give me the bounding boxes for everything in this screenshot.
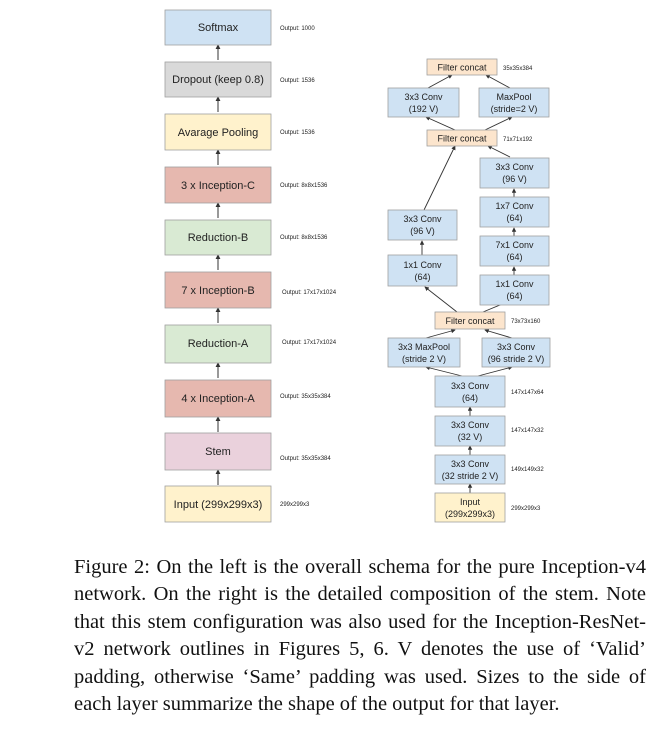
block-label: Avarage Pooling: [178, 127, 259, 139]
output-size: Output: 17x17x1024: [282, 290, 337, 296]
output-size: 299x299x3: [511, 506, 541, 512]
block-inception-a: 4 x Inception-A Output: 35x35x384: [164, 379, 331, 418]
chain-conv-32-stride2: 3x3 Conv (32 stride 2 V) 149x149x32: [434, 454, 544, 485]
svg-text:(32 V): (32 V): [458, 432, 483, 442]
block-inception-b: 7 x Inception-B Output: 17x17x1024: [164, 271, 337, 309]
svg-text:(stride 2 V): (stride 2 V): [402, 354, 446, 364]
svg-text:7x1 Conv: 7x1 Conv: [495, 240, 534, 250]
svg-text:3x3 Conv: 3x3 Conv: [451, 420, 490, 430]
filter-concat-low: Filter concat 73x73x160: [434, 311, 541, 330]
svg-text:3x3 Conv: 3x3 Conv: [495, 162, 534, 172]
left-branch-conv-3x3: 3x3 Conv (96 V): [387, 209, 458, 241]
block-label: 3 x Inception-C: [181, 180, 255, 192]
svg-text:3x3 Conv: 3x3 Conv: [497, 342, 536, 352]
chain-input: Input (299x299x3) 299x299x3: [434, 492, 541, 523]
chain-conv-64: 3x3 Conv (64) 147x147x64: [434, 375, 544, 408]
block-label: Reduction-A: [188, 338, 249, 350]
output-size: 149x149x32: [511, 467, 544, 473]
svg-text:(64): (64): [506, 291, 522, 301]
block-input: Input (299x299x3) 299x299x3: [164, 485, 310, 523]
maxpool-stride2: MaxPool (stride=2 V): [478, 87, 550, 118]
conv-192v: 3x3 Conv (192 V): [387, 87, 460, 118]
output-size: Output: 1536: [280, 130, 315, 136]
box-label: Filter concat: [437, 134, 487, 144]
svg-text:(64): (64): [462, 393, 478, 403]
output-size: 147x147x64: [511, 390, 544, 396]
svg-text:Input: Input: [460, 497, 481, 507]
block-inception-c: 3 x Inception-C Output: 8x8x1536: [164, 166, 328, 204]
block-label: Reduction-B: [188, 232, 249, 244]
block-stem: Stem Output: 35x35x384: [164, 432, 331, 471]
svg-text:(192 V): (192 V): [409, 104, 439, 114]
right-branch-conv-3x3: 3x3 Conv (96 V): [479, 157, 550, 189]
svg-text:(96 stride 2 V): (96 stride 2 V): [488, 354, 545, 364]
svg-text:(96 V): (96 V): [410, 226, 435, 236]
box-label: Filter concat: [445, 316, 495, 326]
svg-text:1x7 Conv: 1x7 Conv: [495, 201, 534, 211]
output-size: 71x71x192: [503, 137, 533, 143]
svg-text:(32 stride 2 V): (32 stride 2 V): [442, 471, 499, 481]
output-size: Output: 8x8x1536: [280, 235, 328, 241]
block-label: Softmax: [198, 22, 239, 34]
conv-96-stride2: 3x3 Conv (96 stride 2 V): [481, 337, 551, 368]
svg-text:3x3 Conv: 3x3 Conv: [404, 92, 443, 102]
output-size: 73x73x160: [511, 319, 541, 325]
block-reduction-a: Reduction-A Output: 17x17x1024: [164, 324, 337, 364]
svg-text:(64): (64): [414, 272, 430, 282]
svg-text:(96 V): (96 V): [502, 174, 527, 184]
svg-text:(64): (64): [506, 213, 522, 223]
svg-text:3x3 Conv: 3x3 Conv: [451, 381, 490, 391]
output-size: Output: 17x17x1024: [282, 340, 337, 346]
block-label: Input (299x299x3): [174, 499, 263, 511]
output-size: Output: 8x8x1536: [280, 183, 328, 189]
filter-concat-top: Filter concat 35x35x384: [426, 58, 533, 76]
box-label: Filter concat: [437, 63, 487, 73]
svg-text:3x3 MaxPool: 3x3 MaxPool: [398, 342, 450, 352]
block-label: Dropout (keep 0.8): [172, 74, 264, 86]
output-size: Output: 1000: [280, 26, 315, 32]
left-schema: Softmax Output: 1000 Dropout (keep 0.8) …: [164, 9, 337, 523]
stem-detail: Filter concat 35x35x384 3x3 Conv (192 V)…: [387, 58, 551, 523]
output-size: 147x147x32: [511, 428, 544, 434]
output-size: Output: 35x35x384: [280, 394, 331, 400]
svg-text:1x1 Conv: 1x1 Conv: [495, 279, 534, 289]
svg-text:3x3 Conv: 3x3 Conv: [451, 459, 490, 469]
svg-text:(64): (64): [506, 252, 522, 262]
filter-concat-mid: Filter concat 71x71x192: [426, 129, 533, 147]
output-size: Output: 1536: [280, 78, 315, 84]
svg-text:(299x299x3): (299x299x3): [445, 509, 495, 519]
output-size: 299x299x3: [280, 502, 310, 508]
block-label: Stem: [205, 446, 231, 458]
svg-text:3x3 Conv: 3x3 Conv: [403, 214, 442, 224]
figure-diagram: Softmax Output: 1000 Dropout (keep 0.8) …: [164, 9, 551, 523]
figure-caption: Figure 2: On the left is the overall sch…: [74, 556, 646, 716]
output-size: 35x35x384: [503, 66, 533, 72]
right-branch-conv-7x1: 7x1 Conv (64): [479, 235, 550, 267]
right-branch-conv-1x7: 1x7 Conv (64): [479, 196, 550, 228]
left-branch-conv-1x1: 1x1 Conv (64): [387, 254, 458, 287]
maxpool-3x3: 3x3 MaxPool (stride 2 V): [387, 337, 461, 368]
block-label: 4 x Inception-A: [181, 393, 255, 405]
block-label: 7 x Inception-B: [181, 285, 254, 297]
svg-text:(stride=2 V): (stride=2 V): [491, 104, 538, 114]
block-reduction-b: Reduction-B Output: 8x8x1536: [164, 219, 328, 256]
block-softmax: Softmax Output: 1000: [164, 9, 315, 46]
svg-text:1x1 Conv: 1x1 Conv: [403, 260, 442, 270]
right-branch-conv-1x1: 1x1 Conv (64): [479, 274, 550, 306]
block-average-pooling: Avarage Pooling Output: 1536: [164, 113, 315, 151]
output-size: Output: 35x35x384: [280, 456, 331, 462]
svg-text:MaxPool: MaxPool: [496, 92, 531, 102]
block-dropout: Dropout (keep 0.8) Output: 1536: [164, 61, 315, 98]
chain-conv-32v: 3x3 Conv (32 V) 147x147x32: [434, 415, 544, 447]
